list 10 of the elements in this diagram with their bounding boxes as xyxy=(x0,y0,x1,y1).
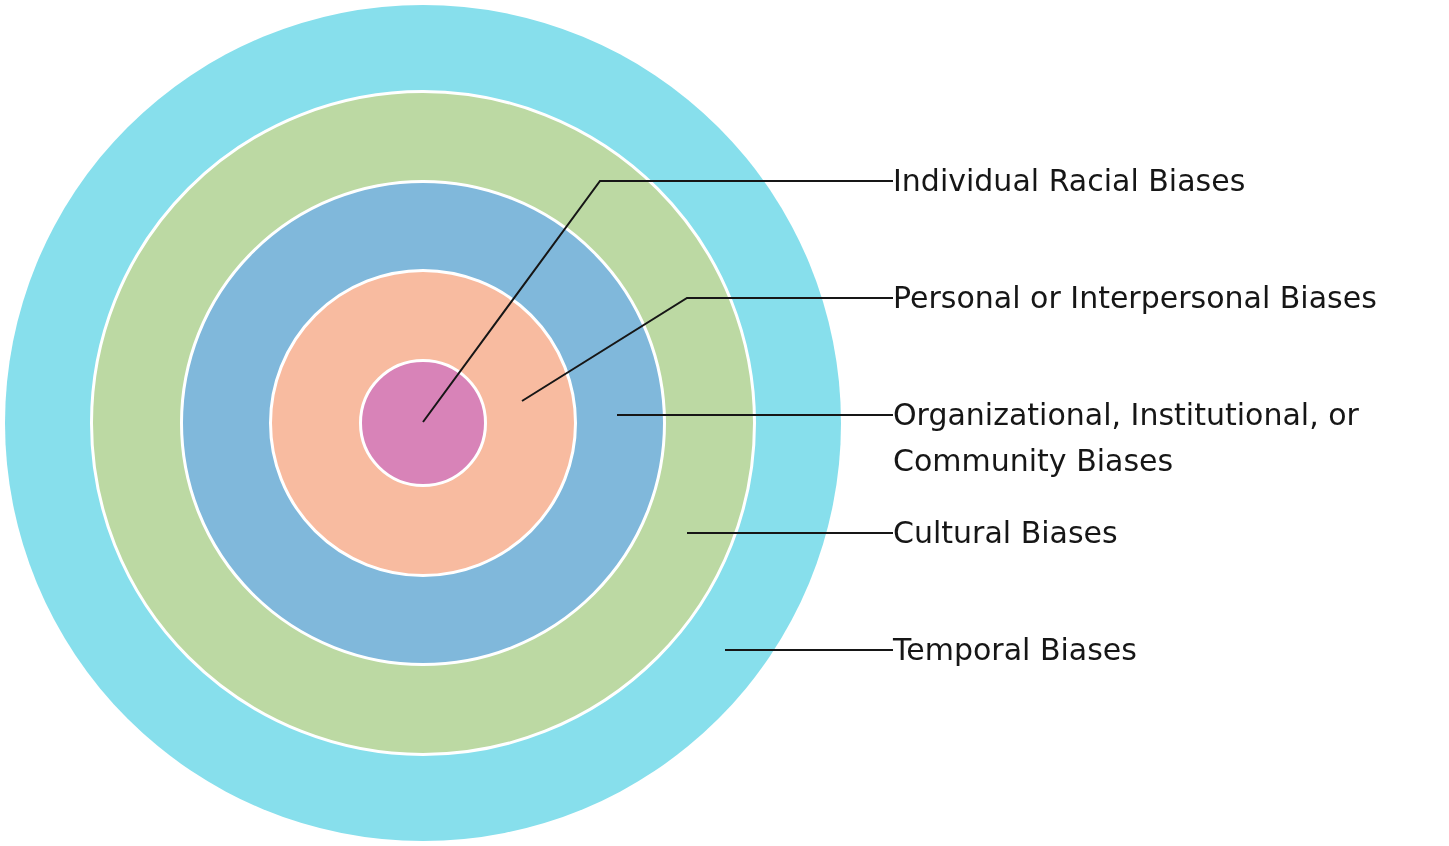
leader-line xyxy=(422,180,894,423)
layer-label: Individual Racial Biases xyxy=(893,158,1246,204)
leader-line xyxy=(686,532,894,534)
leader-line xyxy=(616,414,894,416)
layer-label: Temporal Biases xyxy=(893,627,1137,673)
leader-line xyxy=(521,297,894,402)
leader-line xyxy=(724,649,894,651)
layer-label: Personal or Interpersonal Biases xyxy=(893,275,1377,321)
layer-label: Cultural Biases xyxy=(893,510,1118,556)
layer-label: Organizational, Institutional, or Community Biases xyxy=(893,392,1393,484)
